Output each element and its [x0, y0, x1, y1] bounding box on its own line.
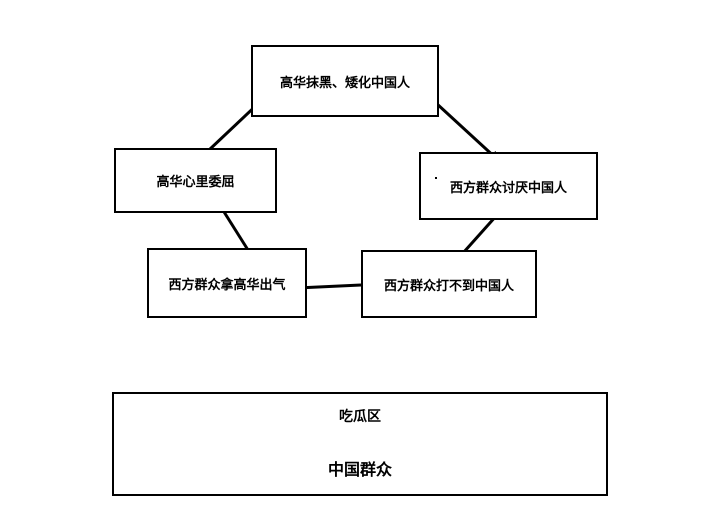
melon-zone-title: 吃瓜区	[339, 409, 381, 425]
node-west-cannot-hit: 西方群众打不到中国人	[361, 250, 537, 318]
melon-zone-box: 吃瓜区 中国群众	[112, 392, 608, 496]
node-gaohua-aggrieved-label: 高华心里委屈	[156, 175, 235, 190]
node-west-dislikes: 西方群众讨厌中国人	[419, 152, 598, 220]
node-gaohua-aggrieved: 高华心里委屈	[114, 148, 277, 213]
node-west-vents-on-gaohua-label: 西方群众拿高华出气	[168, 277, 286, 293]
node-west-vents-on-gaohua: 西方群众拿高华出气	[147, 248, 307, 318]
node-west-cannot-hit-label: 西方群众打不到中国人	[383, 278, 514, 294]
stray-dot	[435, 177, 437, 179]
node-west-dislikes-label: 西方群众讨厌中国人	[449, 180, 567, 196]
node-gaohua-smears: 高华抹黑、矮化中国人	[251, 45, 439, 117]
melon-zone-subtitle: 中国群众	[327, 460, 392, 479]
node-gaohua-smears-label: 高华抹黑、矮化中国人	[279, 75, 410, 91]
